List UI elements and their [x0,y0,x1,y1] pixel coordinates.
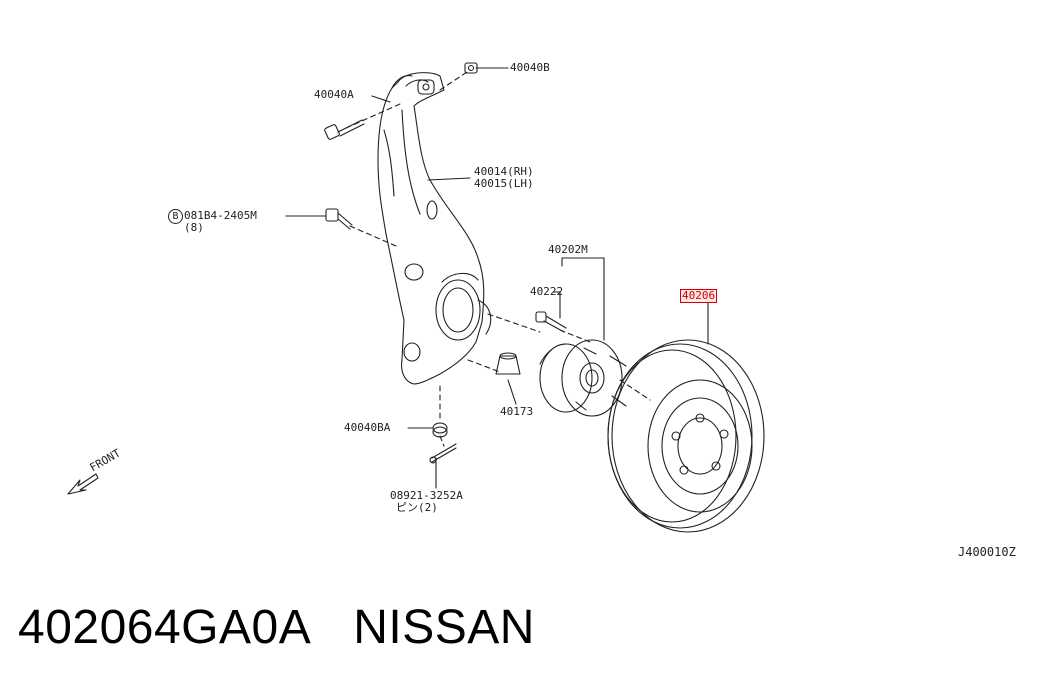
front-arrow-icon [67,473,99,495]
label-40014: 40014(RH) [474,165,534,178]
leader-lines [285,67,709,489]
label-40206-highlighted[interactable]: 40206 [680,289,718,303]
assembly-lines [345,69,651,447]
part-number: 402064GA0A [18,601,312,654]
bolt-40040A [324,119,365,140]
bolt-prefix-circle: B [168,209,183,224]
hub-assembly-40202M [539,339,627,417]
cotter-pin [429,443,457,464]
part-caption: 402064GA0A NISSAN [18,600,535,656]
nut-40040BA [432,422,448,438]
label-bolt-qty: (8) [184,221,204,234]
bolt-40222 [535,311,567,333]
label-40040A: 40040A [314,88,354,101]
brand-name: NISSAN [353,601,535,654]
label-40015: 40015(LH) [474,177,534,190]
drawing-code: J400010Z [958,545,1016,559]
cap-40173 [495,352,521,375]
nut-40040B [464,62,478,74]
steering-knuckle [377,72,492,385]
label-40222: 40222 [530,285,564,298]
label-40040BA: 40040BA [344,421,391,434]
label-40173: 40173 [500,405,534,418]
label-40040B: 40040B [510,61,550,74]
bolt-081B4 [325,208,353,230]
parts-diagram [67,62,765,533]
label-40202M: 40202M [548,243,588,256]
label-bolt: 081B4-2405M [184,209,257,222]
label-pin: 08921-3252A [390,489,463,502]
label-pin-qty: ピン(2) [396,501,438,514]
disc-rotor-40206 [607,339,765,533]
